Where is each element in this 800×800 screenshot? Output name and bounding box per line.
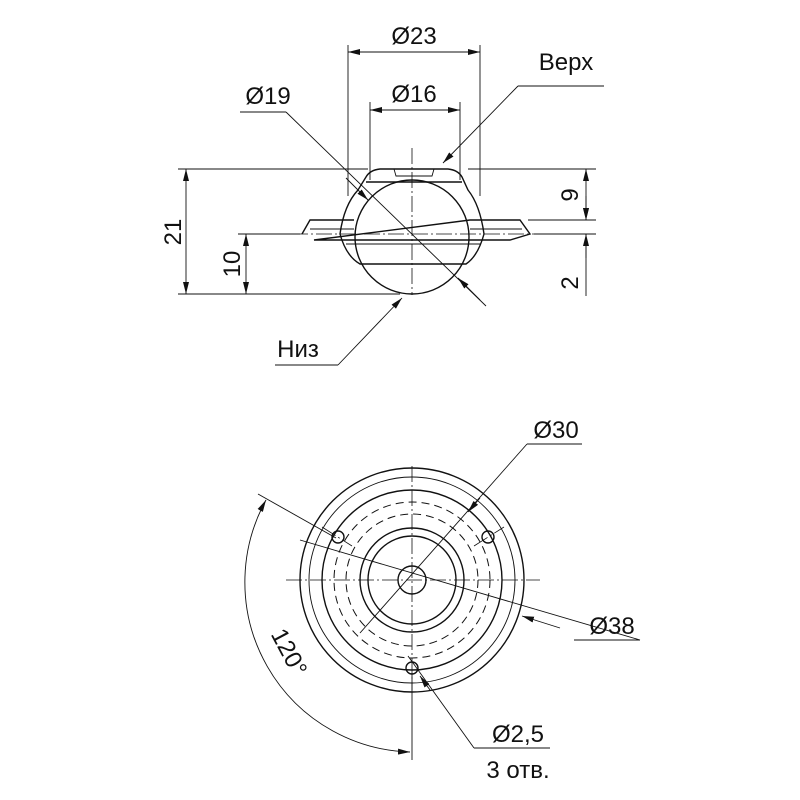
h9-label: 9 bbox=[557, 188, 584, 201]
angle-label: 120° bbox=[265, 624, 312, 681]
d19-leader bbox=[285, 111, 487, 307]
side-view: Ø23 Ø19 Ø16 Верх Низ 21 10 9 2 bbox=[160, 23, 604, 366]
d23-label: Ø23 bbox=[391, 23, 436, 50]
hidden-circle bbox=[345, 513, 479, 647]
d19-arrow-b bbox=[457, 277, 481, 301]
top-leader bbox=[442, 85, 519, 164]
mounting-flange bbox=[301, 219, 532, 241]
angle-arc bbox=[244, 499, 411, 755]
angle-ext-line bbox=[257, 493, 337, 539]
bottom-leader bbox=[337, 297, 403, 366]
d19-arrow-a bbox=[345, 177, 369, 201]
bottom-label: Низ bbox=[277, 336, 319, 363]
h10-label: 10 bbox=[219, 251, 246, 278]
hole-centerline bbox=[473, 526, 505, 547]
hole-diameter-label: Ø2,5 bbox=[492, 721, 544, 748]
top-view: Ø30 Ø38 120° Ø2,5 3 отв. bbox=[244, 417, 641, 784]
d19-label: Ø19 bbox=[245, 83, 290, 110]
mounting-hole bbox=[481, 530, 495, 544]
bolt-circle bbox=[333, 501, 491, 659]
d30-label: Ø30 bbox=[533, 417, 578, 444]
h2-label: 2 bbox=[557, 276, 584, 289]
ball bbox=[354, 179, 470, 295]
d30-arrow bbox=[467, 497, 481, 513]
h21-label: 21 bbox=[160, 219, 187, 246]
housing bbox=[339, 168, 485, 265]
d38-arrow bbox=[521, 615, 561, 629]
top-notch bbox=[393, 168, 435, 177]
hole-leader bbox=[407, 655, 475, 749]
d16-label: Ø16 bbox=[391, 81, 436, 108]
hole-arrow bbox=[419, 675, 431, 691]
d38-label: Ø38 bbox=[589, 613, 634, 640]
hole-count-label: 3 отв. bbox=[486, 757, 549, 784]
top-label: Верх bbox=[539, 49, 593, 76]
